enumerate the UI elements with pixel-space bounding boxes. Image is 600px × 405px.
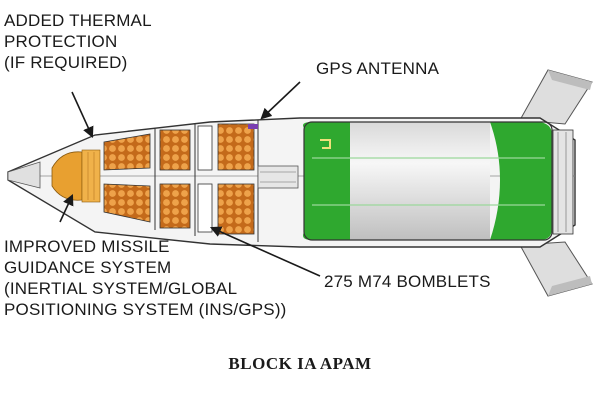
thermal-line-3: (IF REQUIRED) (4, 53, 128, 72)
gps-arrow (260, 81, 301, 120)
bomblet-sections (103, 120, 259, 242)
internal-rod (257, 165, 299, 189)
gps-antenna (248, 124, 258, 129)
thermal-protection-label: ADDED THERMAL PROTECTION (IF REQUIRED) (4, 10, 152, 73)
nose-tip (7, 161, 41, 189)
guidance-line-3: (INERTIAL SYSTEM/GLOBAL (4, 279, 238, 298)
guidance-line-2: GUIDANCE SYSTEM (4, 258, 172, 277)
guidance-line-1: IMPROVED MISSILE (4, 237, 170, 256)
tail-fins (519, 69, 593, 297)
guidance-line-4: POSITIONING SYSTEM (INS/GPS)) (4, 300, 287, 319)
rocket-motor (303, 121, 553, 241)
thermal-line-1: ADDED THERMAL (4, 11, 152, 30)
gps-antenna-label: GPS ANTENNA (316, 59, 440, 78)
thermal-line-2: PROTECTION (4, 32, 118, 51)
diagram-caption: BLOCK IA APAM (228, 354, 372, 373)
tail-section (552, 129, 574, 235)
bomblets-arrow (209, 226, 321, 277)
guidance-arrow (59, 193, 74, 223)
thermal-arrow (71, 91, 94, 139)
leader-arrows (59, 81, 321, 277)
bomblets-label: 275 M74 BOMBLETS (324, 272, 491, 291)
guidance-system-label: IMPROVED MISSILE GUIDANCE SYSTEM (INERTI… (4, 236, 287, 320)
guidance-section (51, 149, 101, 203)
